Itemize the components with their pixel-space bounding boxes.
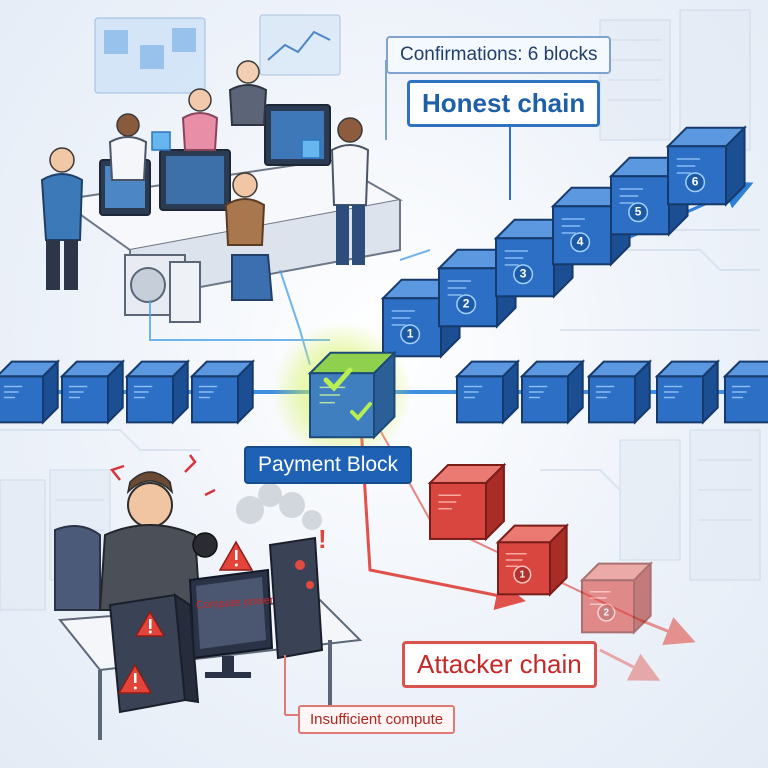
attacker-chain-blocks: 12 (427, 462, 654, 635)
wall-screen (94, 14, 341, 94)
checkmark-icon (350, 402, 372, 421)
people-figures (40, 60, 370, 301)
attacker-tower-main (108, 593, 200, 714)
block-number-badge (628, 202, 649, 223)
warning-triangle-icon (134, 610, 166, 637)
main-chain-block (454, 359, 521, 425)
honest-chain-block: 4 (550, 185, 632, 267)
main-chain-block (586, 359, 653, 425)
block-number-badge (456, 294, 477, 315)
attacker-workstation: ! (54, 454, 363, 740)
person-seated (224, 172, 274, 301)
checkmark-icon (323, 367, 353, 392)
attacker-tower-smoking (236, 483, 324, 660)
block-number: 1 (520, 570, 526, 581)
block-number: 2 (463, 297, 470, 311)
main-chain-block (189, 359, 256, 425)
block-number: 5 (635, 205, 642, 219)
warning-triangle-icons (117, 540, 254, 694)
block-number: 3 (520, 267, 527, 281)
flame-sparks (295, 560, 314, 589)
main-chain-block (654, 359, 721, 425)
main-chain-blocks (0, 359, 768, 425)
attacker-chain-block: 1 (495, 523, 570, 597)
honest-miners-office (40, 14, 403, 323)
block-number-badge (570, 232, 591, 253)
attacker-chair (54, 525, 101, 611)
payment-block-cube (307, 350, 397, 440)
warning-triangle-icon (117, 663, 153, 694)
warning-triangle-icon (218, 540, 254, 571)
main-chain-block (0, 359, 61, 425)
block-number-badge (513, 565, 532, 584)
main-chain-block (519, 359, 586, 425)
person-woman-pink (181, 88, 219, 151)
block-number: 2 (604, 608, 610, 619)
main-chain-block (722, 360, 768, 424)
frustration-marks (109, 454, 216, 497)
person-left (40, 147, 84, 290)
attacker-chain-label: Attacker chain (402, 641, 597, 688)
honest-chain-block: 6 (665, 125, 747, 207)
block-number-badge (513, 264, 534, 285)
block-number: 6 (692, 175, 699, 189)
attacker-chain-block (427, 462, 507, 542)
payment-block-label: Payment Block (244, 446, 413, 484)
workstation-tower (124, 254, 201, 323)
block-number-badge (685, 172, 706, 193)
smoke-puffs (236, 483, 322, 530)
attacker-person (98, 471, 218, 611)
block-number-badge (597, 603, 616, 622)
block-number: 4 (577, 235, 584, 249)
holo-cubes (151, 131, 321, 159)
person-center (108, 113, 148, 181)
honest-chain-label: Honest chain (407, 80, 601, 127)
payment-block (307, 350, 397, 440)
attacker-chain-block: 2 (579, 561, 654, 635)
block-number: 1 (407, 327, 414, 341)
server-rack-right (619, 429, 761, 581)
main-chain-block (124, 359, 191, 425)
insufficient-compute-label: Insufficient compute (298, 705, 456, 734)
attacker-monitor (188, 568, 274, 678)
honest-chain-blocks: 1 2 3 4 5 6 (380, 125, 747, 359)
person-elder (228, 60, 268, 126)
person-standing-right (330, 117, 370, 265)
exclamation-mark: ! (318, 524, 327, 554)
confirmations-label: Confirmations: 6 blocks (386, 36, 612, 74)
block-number-badge (400, 324, 421, 345)
background-server-racks (0, 9, 761, 611)
main-chain-block (59, 359, 126, 425)
